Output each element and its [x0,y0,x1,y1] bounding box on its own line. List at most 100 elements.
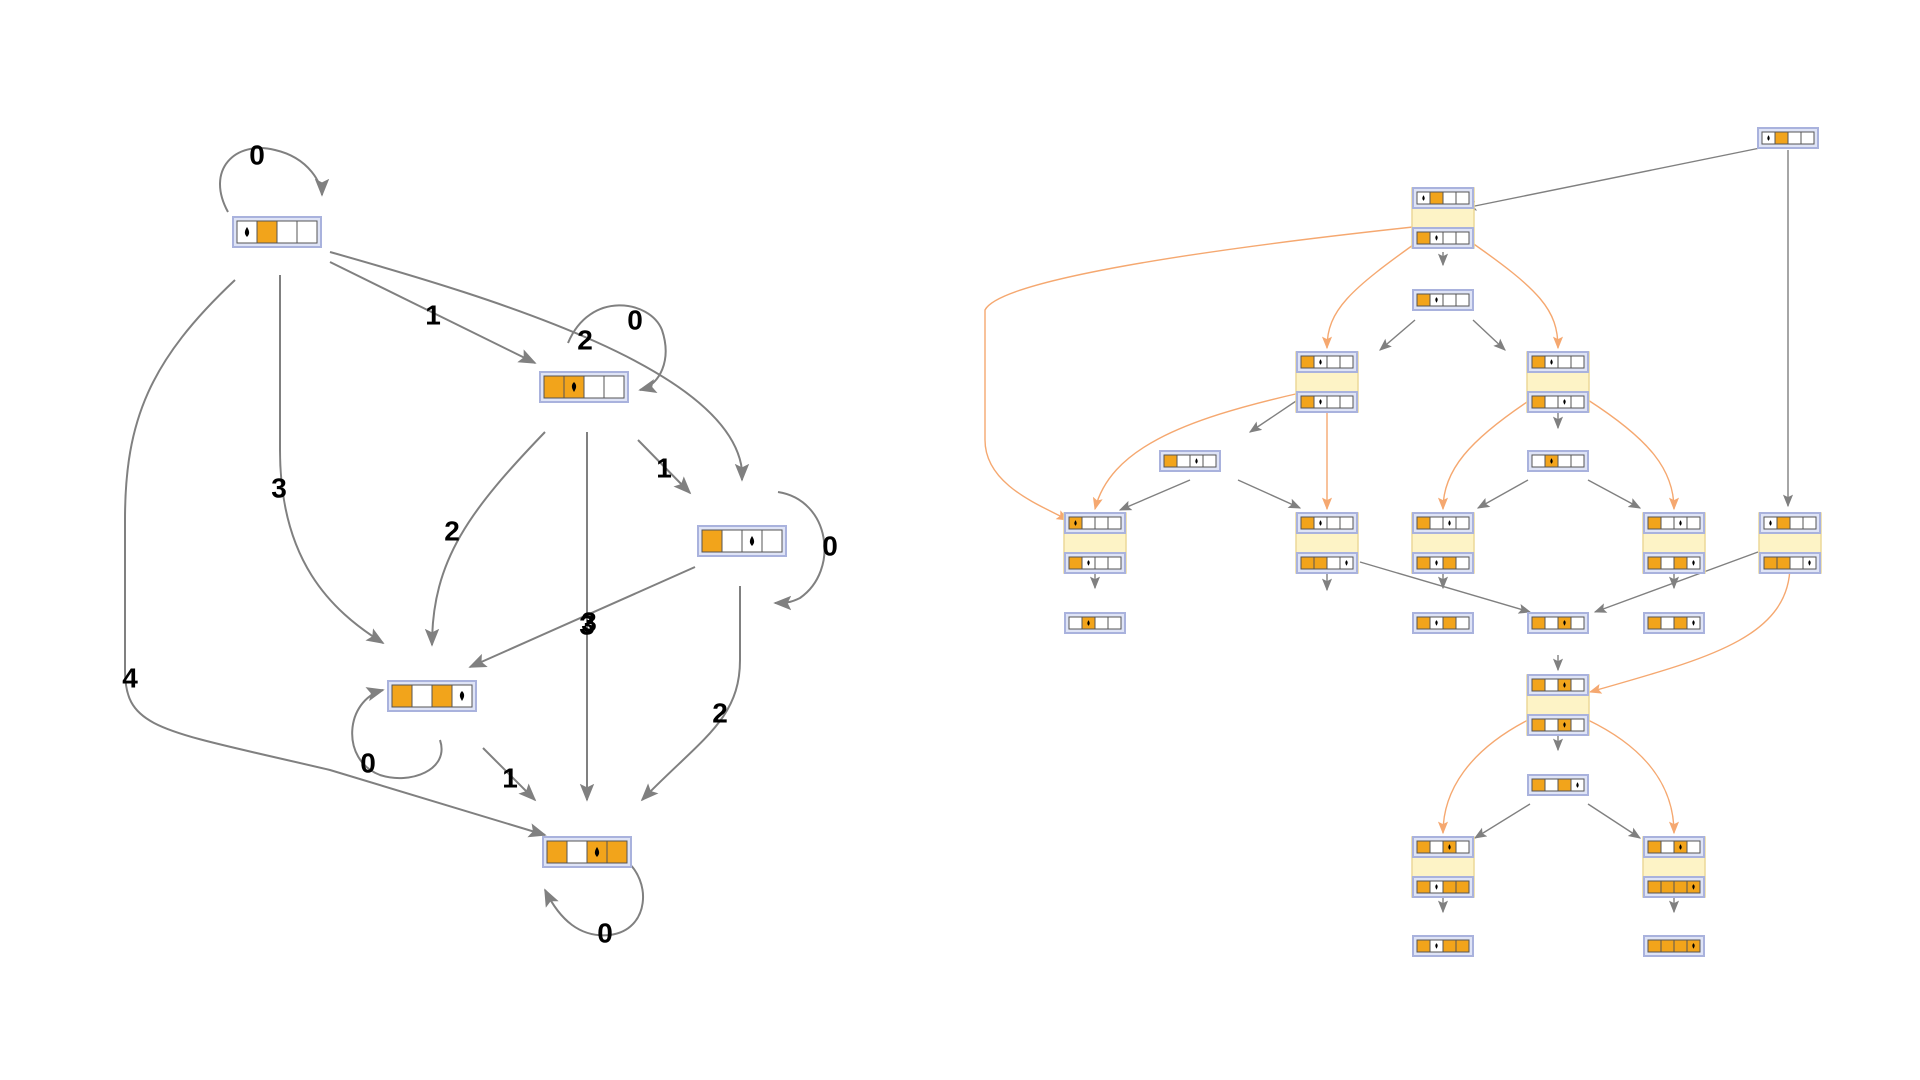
tape-cell [1429,516,1444,530]
tape-cell [1429,191,1444,205]
head-icon [1435,884,1438,890]
tape-cell [1647,939,1662,953]
head-icon [1692,884,1695,890]
tape-cell [1081,516,1096,530]
group-bottom-tape [1412,227,1474,249]
edge-label-E-E: 0 [597,917,613,948]
tape-cell [1326,395,1341,409]
group-bottom-tape [1759,552,1821,574]
tape-cell [1789,556,1804,570]
merge-edge [1587,399,1680,511]
group-top-tape [1296,351,1358,373]
edge-label-B-E: 3 [579,609,595,640]
tape-cell [1416,616,1431,630]
edge-A-A [219,147,330,213]
head-icon [1087,560,1090,566]
group-top-tape [1296,512,1358,534]
state-group-g8 [1758,512,1822,574]
evolution-edge [1118,479,1191,511]
tape-cell [411,684,433,708]
head-icon [1422,195,1425,201]
tape-cell [391,684,413,708]
edge-D-E [482,747,537,802]
tape-cell [1686,516,1701,530]
tape-cell [1660,556,1675,570]
tape-cell [1416,556,1431,570]
state-L5 [1527,774,1589,796]
tape-cell [1455,616,1470,630]
tape-cell [1660,516,1675,530]
tape-cell [1570,718,1585,732]
tape-cell [1455,880,1470,894]
tape-cell [1531,395,1546,409]
tape-cell [276,220,298,244]
tape-cell [1442,616,1457,630]
tape-cell [603,375,625,399]
tape-cell [1647,556,1662,570]
tape-cell [721,529,743,553]
tape-cell [1339,355,1354,369]
state-group-g6 [1411,512,1475,574]
head-icon [594,847,600,857]
state-L7 [1643,935,1705,957]
head-icon [749,536,755,546]
tape-cell [1787,131,1802,145]
head-icon [1563,620,1566,626]
tape-cell [1800,131,1815,145]
head-icon [1435,620,1438,626]
tape-cell [1429,840,1444,854]
edge-label-D-D: 0 [360,747,376,778]
edge-B-C [637,439,692,495]
state-group-g7 [1642,512,1706,574]
tape-cell [1557,454,1572,468]
tape-cell [1647,880,1662,894]
tape-cell [1068,616,1083,630]
state-group-g4 [1063,512,1127,574]
tape-cell [296,220,318,244]
head-icon [1550,359,1553,365]
tape-cell [1544,616,1559,630]
tape-cell [1531,355,1546,369]
tape-cell [1570,616,1585,630]
tape-cell [546,840,568,864]
merge-edge [1092,392,1301,511]
edge-C-E [640,586,741,802]
head-icon [1576,782,1579,788]
merge-edge [1467,239,1564,350]
tape-cell [1107,616,1122,630]
tape-cell [1176,454,1191,468]
tape-cell [1802,516,1817,530]
tape-cell [256,220,278,244]
edge-A-E [124,279,547,838]
state-group-g10 [1411,836,1475,898]
edge-label-A-A: 0 [249,139,265,170]
merge-edge [984,226,1414,521]
edge-label-B-D: 2 [444,515,460,546]
tape-cell [1300,355,1315,369]
group-top-tape [1643,512,1705,534]
edge-label-C-E: 2 [712,697,728,728]
right-evolution-graph [984,127,1822,957]
head-icon [1448,844,1451,850]
tape-cell [1300,516,1315,530]
state-s3 [1159,450,1221,472]
tape-cell [1531,778,1546,792]
edge-label-C-C: 0 [822,530,838,561]
tape-cell [1686,840,1701,854]
state-group-g3 [1526,351,1590,413]
state-s4 [1527,450,1589,472]
state-B [539,371,629,403]
edge-A-D [279,275,385,644]
head-icon [1319,520,1322,526]
head-icon [1692,943,1695,949]
head-icon [1550,458,1553,464]
tape-cell [1416,840,1431,854]
tape-cell [1660,616,1675,630]
group-top-tape [1527,674,1589,696]
edge-label-A-D: 3 [271,472,287,503]
tape-cell [1416,293,1431,307]
tape-cell [1660,840,1675,854]
tape-cell [1647,516,1662,530]
head-icon [1679,520,1682,526]
evolution-edge [1593,551,1759,613]
